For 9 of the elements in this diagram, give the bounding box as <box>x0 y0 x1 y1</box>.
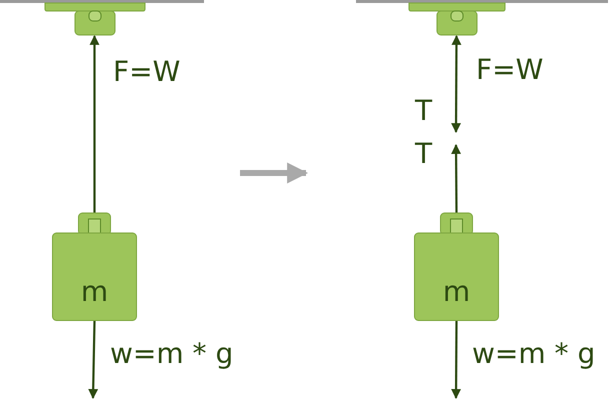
force-arrow <box>451 35 462 133</box>
force-label: w=m * g <box>472 340 596 368</box>
force-arrow <box>451 144 462 213</box>
force-arrow <box>90 35 100 213</box>
force-label: w=m * g <box>110 340 234 368</box>
mass-label: m <box>442 275 472 308</box>
mass-label: m <box>80 275 110 308</box>
force-arrow <box>88 320 98 399</box>
force-arrow <box>451 321 461 399</box>
